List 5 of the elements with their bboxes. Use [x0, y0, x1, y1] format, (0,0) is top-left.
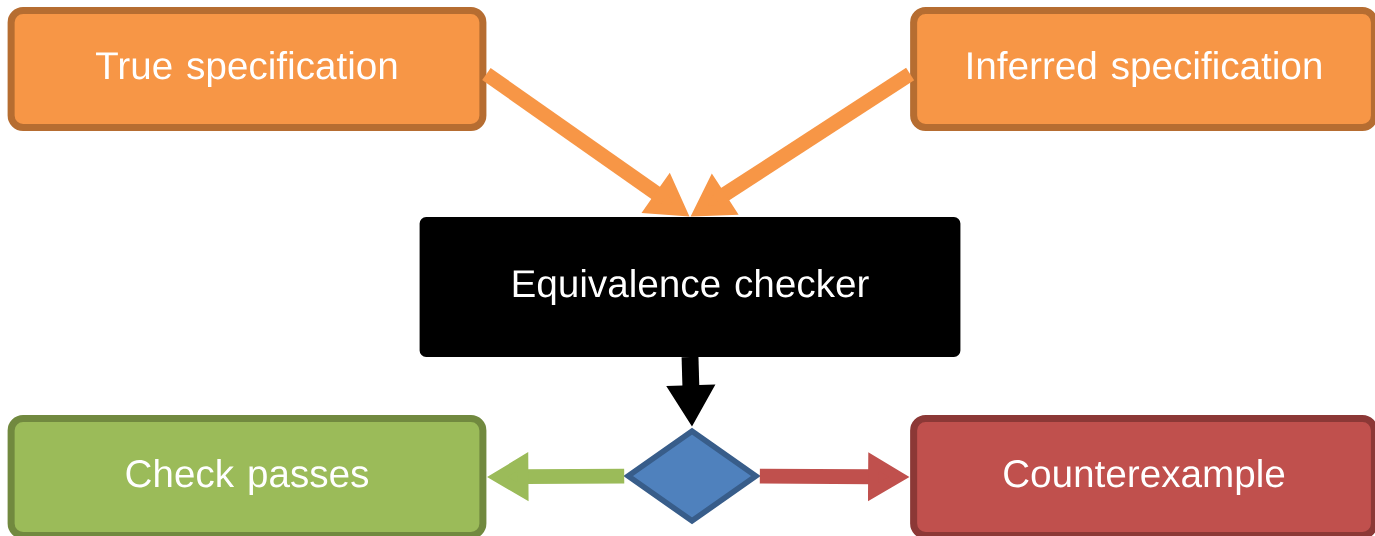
- process-box: Equivalence checker: [419, 217, 961, 358]
- result-box: Check passes: [7, 415, 487, 536]
- result-box: Counterexample: [910, 415, 1375, 536]
- process-box: Inferred specification: [910, 7, 1375, 132]
- process-box: True specification: [7, 7, 487, 132]
